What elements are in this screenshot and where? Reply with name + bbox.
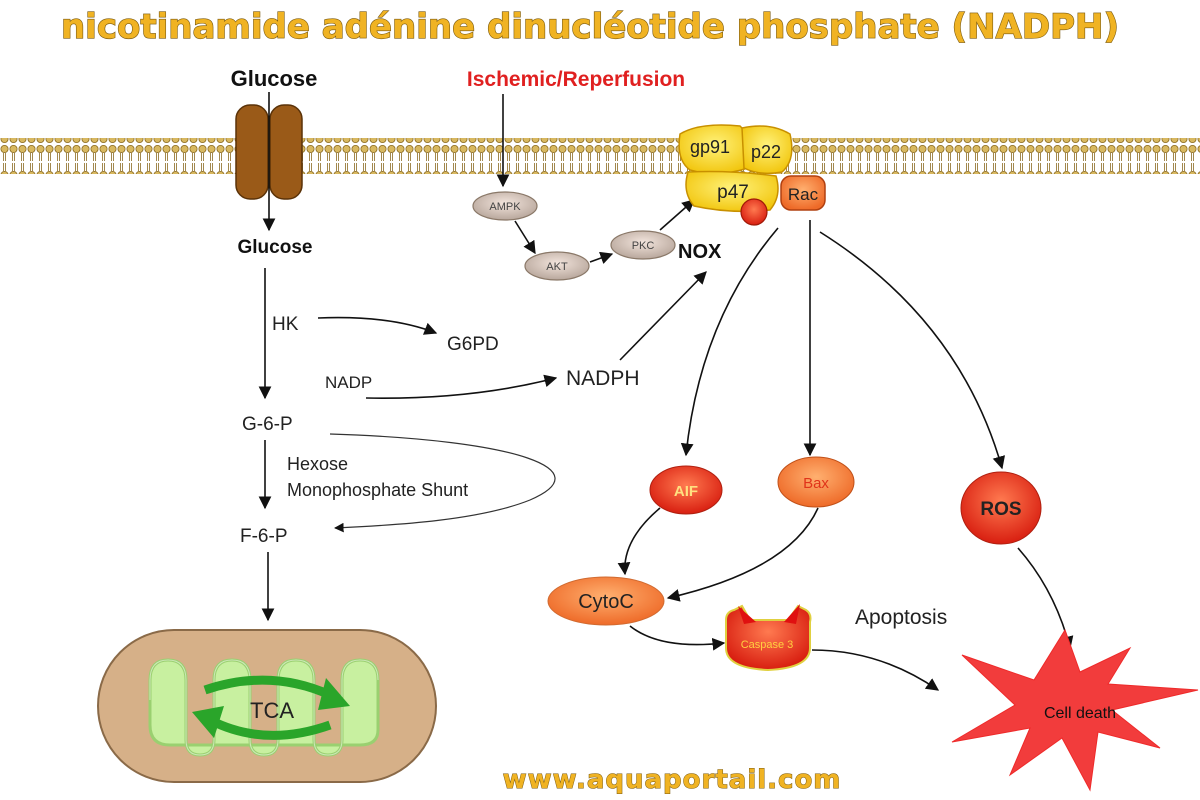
akt-to-pkc-arrow [589,251,614,264]
mitochondrion: TCA [97,629,437,783]
cytoc-to-caspase3-arrow [629,625,726,651]
tca-cycle-arrow-top [203,675,332,700]
glucose-inside-label: Glucose [238,237,313,258]
tca-cycle-arrowhead-right [318,678,350,710]
glucose-outside-label: Glucose [231,66,318,91]
hexose-label-line1: Hexose [287,454,348,474]
cell-death-label: Cell death [1044,705,1116,722]
hk-label: HK [272,314,299,335]
bax-to-cytoc-arrow [666,507,819,602]
caspase3-node [725,604,812,672]
bax-node [777,456,855,508]
nadph-label: NADPH [566,367,640,390]
nox-to-aif-arrow [680,227,779,457]
footer-url: www.aquaportail.com [503,765,842,795]
ampk-node [472,191,538,221]
ampk-label: AMPK [489,201,521,213]
nox-to-ros-arrow [819,231,1006,470]
pkc-node [610,230,676,260]
nadp-to-nadph-arrow [365,374,558,399]
ros-to-celldeath-arrow [1017,547,1074,650]
nox-label: NOX [678,241,722,263]
aif-label: AIF [674,483,698,500]
bax-label: Bax [803,475,829,492]
p47-label: p47 [717,182,749,203]
hk-to-g6pd-arrow [317,316,438,335]
hexose-label-line2: Monophosphate Shunt [287,480,468,500]
cytoc-node [547,576,665,626]
page-title: nicotinamide adénine dinucléotide phosph… [61,7,1119,47]
aif-node [649,465,723,515]
ischemic-reperfusion-label: Ischemic/Reperfusion [467,68,685,91]
nadp-label: NADP [325,373,372,392]
hexose-shunt-arrow [329,433,556,533]
pkc-label: PKC [632,240,655,252]
glucose-transporter [235,104,303,200]
pkc-to-nox-arrow [659,199,695,231]
ros-label: ROS [980,499,1021,520]
nadph-to-nox-arrow [619,271,707,361]
gp91-label: gp91 [690,137,730,157]
p22-label: p22 [751,142,781,162]
rac-label: Rac [788,185,819,204]
g6p-label: G-6-P [242,414,293,435]
caspase3-label: Caspase 3 [741,639,794,651]
cell-membrane [0,138,1200,174]
apoptosis-label: Apoptosis [855,606,947,629]
f6p-label: F-6-P [240,526,288,547]
caspase3-to-celldeath-arrow [811,649,940,691]
nox-complex: gp91 p22 p47 Rac [678,124,826,226]
tca-cycle-arrowhead-left [192,706,224,738]
ros-node [960,471,1042,545]
tca-label: TCA [250,698,294,723]
akt-node [524,251,590,281]
ampk-to-akt-arrow [514,220,536,255]
cell-death-star [951,628,1199,792]
cytoc-label: CytoC [578,591,634,613]
tca-cycle-arrow-bottom [207,715,332,740]
g6pd-label: G6PD [447,334,499,355]
aif-to-cytoc-arrow [617,507,661,576]
akt-label: AKT [546,261,568,273]
